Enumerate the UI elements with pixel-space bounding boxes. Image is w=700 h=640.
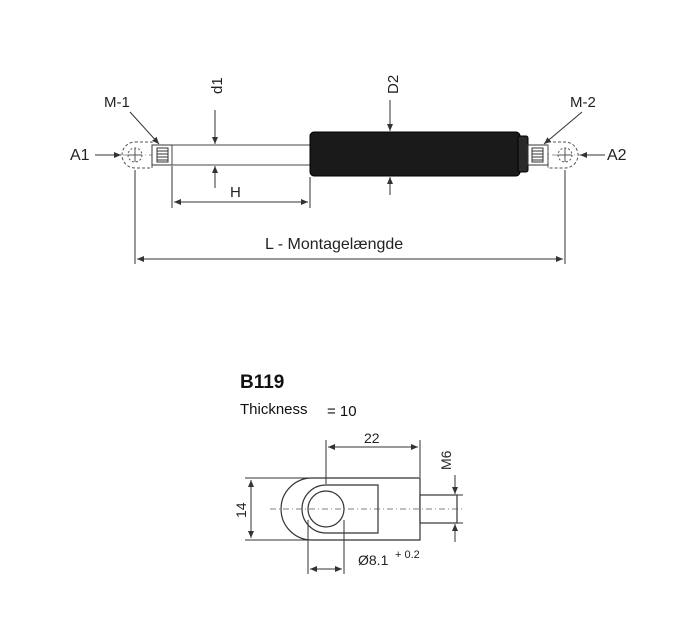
left-thread-m1 [151,144,173,166]
d1-label: d1 [209,77,226,94]
h-label: H [230,184,241,201]
piston-rod [171,144,311,166]
cylinder-end-cap [517,135,529,173]
m2-label: M-2 [570,94,596,111]
thickness-label: Thickness [240,401,308,418]
fitting-model-title: B119 [240,372,284,393]
h-dimension [171,166,311,208]
d2-label: D2 [385,75,402,94]
fitting-thread-stub [419,494,458,524]
width-dimension [325,440,421,484]
m1-leader [129,111,160,145]
left-eye-fitting [121,141,153,169]
gas-spring-drawing: A1 A2 M-1 M-2 d1 D2 H [70,75,627,264]
height-dimension [245,477,310,541]
cylinder-body [309,131,521,177]
m1-label: M-1 [104,94,130,111]
m2-leader [543,111,583,145]
thickness-value: = 10 [327,403,357,420]
thread-dimension [430,475,463,542]
width-value: 22 [364,430,380,446]
height-value: 14 [233,502,249,518]
a1-label: A1 [70,147,90,164]
right-thread-m2 [527,144,549,166]
hole-value: Ø8.1 [358,552,389,568]
fitting-drawing: B119 Thickness = 10 22 14 [233,372,463,574]
length-label: L - Montagelængde [265,236,403,253]
thread-value: M6 [438,450,454,470]
hole-tolerance: + 0.2 [395,549,420,561]
right-eye-fitting [547,141,579,169]
l-dimension [134,170,566,264]
hole-dimension [307,520,345,574]
a2-label: A2 [607,147,627,164]
